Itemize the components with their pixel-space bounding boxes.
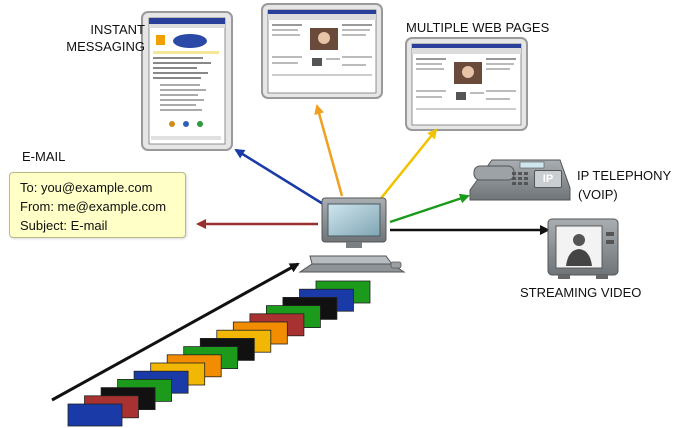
ip-telephony-label: IP TELEPHONY <box>577 168 672 183</box>
computer-icon <box>298 197 406 273</box>
instant-messaging-label-line2: MESSAGING <box>66 39 145 54</box>
email-from-line: From: me@example.com <box>20 199 167 214</box>
streaming-video-label: STREAMING VIDEO <box>520 285 642 300</box>
instant-messaging-window-icon <box>141 11 233 151</box>
ip-badge: IP <box>534 170 562 188</box>
email-label: E-MAIL <box>22 149 66 164</box>
arrow-to-ip-telephony <box>389 193 470 224</box>
packet-stream <box>67 280 371 427</box>
instant-messaging-label: INSTANT <box>85 21 145 38</box>
arrow-to-web-page-1 <box>314 104 344 197</box>
arrow-to-web-page-2 <box>377 128 438 203</box>
email-message-box: To: you@example.com From: me@example.com… <box>9 172 186 238</box>
web-page-window-icon <box>261 3 383 99</box>
email-subject-line: Subject: E-mail <box>20 218 108 233</box>
arrow-to-instant-messaging <box>234 148 329 209</box>
email-to-line: To: you@example.com <box>20 180 153 195</box>
data-packet <box>67 403 123 427</box>
web-page-window-icon <box>405 37 528 131</box>
voip-label: (VOIP) <box>578 187 618 202</box>
instant-messaging-label-line1: INSTANT <box>90 22 145 37</box>
video-monitor-icon <box>547 218 619 279</box>
multiple-web-pages-label: MULTIPLE WEB PAGES <box>406 20 550 35</box>
instant-messaging-label-2: MESSAGING <box>58 38 145 55</box>
arrow-incoming-stream <box>51 262 300 402</box>
